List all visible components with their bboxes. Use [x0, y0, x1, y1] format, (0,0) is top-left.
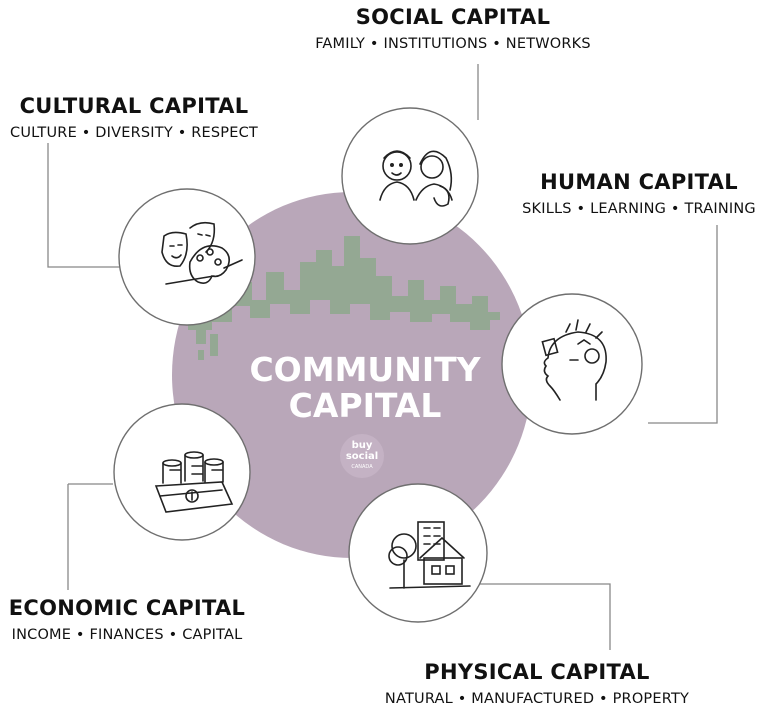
social-circle	[341, 107, 479, 245]
badge-line1: buy	[351, 439, 373, 451]
economic-capital-label: ECONOMIC CAPITAL INCOME • FINANCES • CAP…	[0, 596, 254, 643]
cultural-capital-title: CULTURAL CAPITAL	[19, 94, 249, 118]
economic-capital-subtitle: INCOME • FINANCES • CAPITAL	[11, 627, 243, 643]
center-title-line2: CAPITAL	[288, 386, 442, 425]
human-capital-subtitle: SKILLS • LEARNING • TRAINING	[522, 201, 756, 217]
human-circle	[501, 293, 643, 435]
house-tree-building-icon	[388, 521, 471, 589]
social-capital-title: SOCIAL CAPITAL	[355, 5, 551, 29]
theatre-masks-palette-icon	[161, 221, 243, 285]
human-capital-title: HUMAN CAPITAL	[540, 170, 738, 194]
connector-lines	[47, 64, 718, 650]
cultural-capital-subtitle: CULTURE • DIVERSITY • RESPECT	[10, 125, 258, 141]
city-skyline	[188, 236, 500, 360]
head-with-ideas-icon	[541, 319, 607, 401]
center-title: COMMUNITY CAPITAL	[215, 352, 515, 424]
badge-line2: social	[345, 450, 379, 462]
social-capital-label: SOCIAL CAPITAL FAMILY • INSTITUTIONS • N…	[298, 5, 608, 52]
social-capital-subtitle: FAMILY • INSTITUTIONS • NETWORKS	[315, 36, 591, 52]
economic-circle	[113, 403, 251, 541]
physical-capital-label: PHYSICAL CAPITAL NATURAL • MANUFACTURED …	[362, 660, 712, 707]
badge-line3: CANADA	[351, 463, 373, 470]
center-title-line1: COMMUNITY	[249, 350, 481, 389]
cultural-circle	[118, 188, 256, 326]
two-people-icon	[379, 150, 453, 207]
physical-capital-subtitle: NATURAL • MANUFACTURED • PROPERTY	[384, 691, 690, 707]
cultural-capital-label: CULTURAL CAPITAL CULTURE • DIVERSITY • R…	[0, 94, 268, 141]
physical-capital-title: PHYSICAL CAPITAL	[424, 660, 650, 684]
economic-capital-title: ECONOMIC CAPITAL	[8, 596, 246, 620]
buy-social-badge: buy social CANADA	[340, 434, 384, 478]
money-stacks-icon	[154, 451, 234, 513]
community-blob	[172, 192, 532, 558]
human-capital-label: HUMAN CAPITAL SKILLS • LEARNING • TRAINI…	[513, 170, 765, 217]
